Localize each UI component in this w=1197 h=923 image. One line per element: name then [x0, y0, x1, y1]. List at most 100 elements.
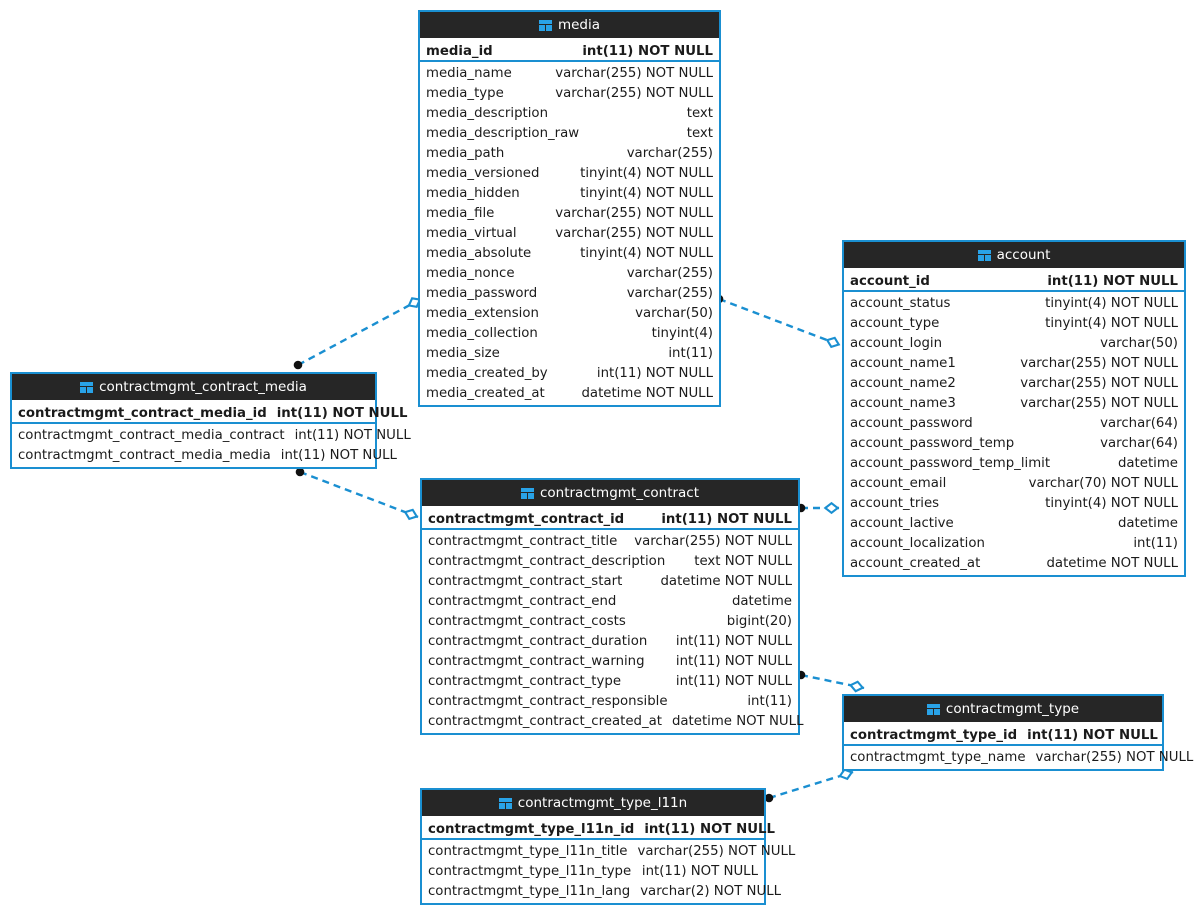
column-name: media_path: [426, 146, 505, 161]
column-name: account_name2: [850, 376, 956, 391]
column-type: datetime: [1117, 516, 1178, 531]
column-type: int(11): [668, 346, 713, 361]
column-name: contractmgmt_contract_media_media: [18, 448, 271, 463]
column-type: varchar(255): [626, 146, 713, 161]
column-type: int(11) NOT NULL: [644, 822, 775, 837]
entity-header-media[interactable]: media: [420, 12, 719, 38]
entity-header-account[interactable]: account: [844, 242, 1184, 268]
table-icon: [520, 487, 534, 499]
column-type: int(11) NOT NULL: [675, 654, 792, 669]
column-name: account_name3: [850, 396, 956, 411]
relationship-target-marker: [403, 508, 419, 521]
column-name: contractmgmt_contract_costs: [428, 614, 626, 629]
relationship-source-marker: [293, 360, 303, 370]
entity-header-contractmgmt_type_l11n[interactable]: contractmgmt_type_l11n: [422, 790, 764, 816]
column-type: varchar(255) NOT NULL: [1020, 356, 1178, 371]
column-name: account_password: [850, 416, 973, 431]
column-type: int(11): [747, 694, 792, 709]
relationship-line: [718, 297, 841, 347]
entity-title: account: [996, 247, 1051, 263]
column-name: contractmgmt_contract_id: [428, 512, 625, 527]
relationship-line: [768, 770, 854, 800]
column-name: media_hidden: [426, 186, 520, 201]
entity-header-contractmgmt_contract_media[interactable]: contractmgmt_contract_media: [12, 374, 375, 400]
entity-header-contractmgmt_contract[interactable]: contractmgmt_contract: [422, 480, 798, 506]
column-name: media_absolute: [426, 246, 532, 261]
entity-header-contractmgmt_type[interactable]: contractmgmt_type: [844, 696, 1162, 722]
column-name: contractmgmt_contract_media_contract: [18, 428, 285, 443]
column-name: media_type: [426, 86, 504, 101]
column-name: account_type: [850, 316, 940, 331]
relationship-line: [299, 470, 419, 519]
column-type: int(11) NOT NULL: [675, 674, 792, 689]
entity-title: contractmgmt_type: [945, 701, 1080, 717]
column-name: account_localization: [850, 536, 985, 551]
column-name: media_virtual: [426, 226, 517, 241]
column-name: media_created_by: [426, 366, 548, 381]
column-row[interactable]: media_path varchar(255): [420, 143, 719, 163]
column-name: contractmgmt_contract_start: [428, 574, 623, 589]
column-name: contractmgmt_contract_type: [428, 674, 622, 689]
column-row[interactable]: contractmgmt_contract_type int(11) NOT NU…: [422, 671, 798, 691]
table-icon: [538, 19, 552, 31]
rel-media-to-account: [714, 294, 841, 349]
